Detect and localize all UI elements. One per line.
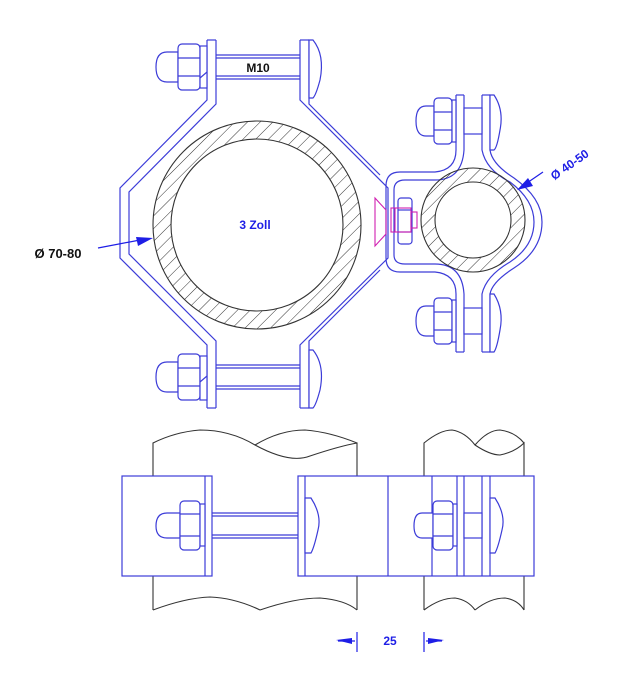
large-pipe-elevation: [152, 429, 358, 611]
bolt-thread-label: M10: [246, 61, 270, 75]
large-diameter-dimension: Ø 70-80: [35, 237, 153, 261]
small-diameter-label: Ø 40-50: [548, 146, 592, 183]
large-diameter-label: Ø 70-80: [35, 246, 82, 261]
small-pipe-section: [420, 167, 526, 273]
top-bolt: M10: [155, 39, 323, 99]
large-pipe-section: 3 Zoll: [152, 120, 362, 330]
connector-highlight: [374, 196, 418, 248]
small-pipe-elevation: [423, 429, 525, 611]
side-bolt-right: [413, 497, 504, 554]
connector-bolt: [397, 197, 413, 245]
side-view: 25: [121, 429, 535, 652]
plate-gap-label: 25: [383, 634, 397, 648]
small-clamp-top-bolt: [415, 94, 502, 151]
small-diameter-dimension: Ø 40-50: [517, 146, 592, 190]
side-bolt-left: [155, 497, 320, 554]
bottom-bolt: [155, 349, 323, 409]
large-pipe-size-label: 3 Zoll: [239, 218, 270, 232]
small-clamp-bottom-bolt: [415, 293, 502, 353]
top-view: 3 Zoll M10: [35, 39, 592, 409]
plate-gap-dimension: 25: [336, 632, 444, 652]
